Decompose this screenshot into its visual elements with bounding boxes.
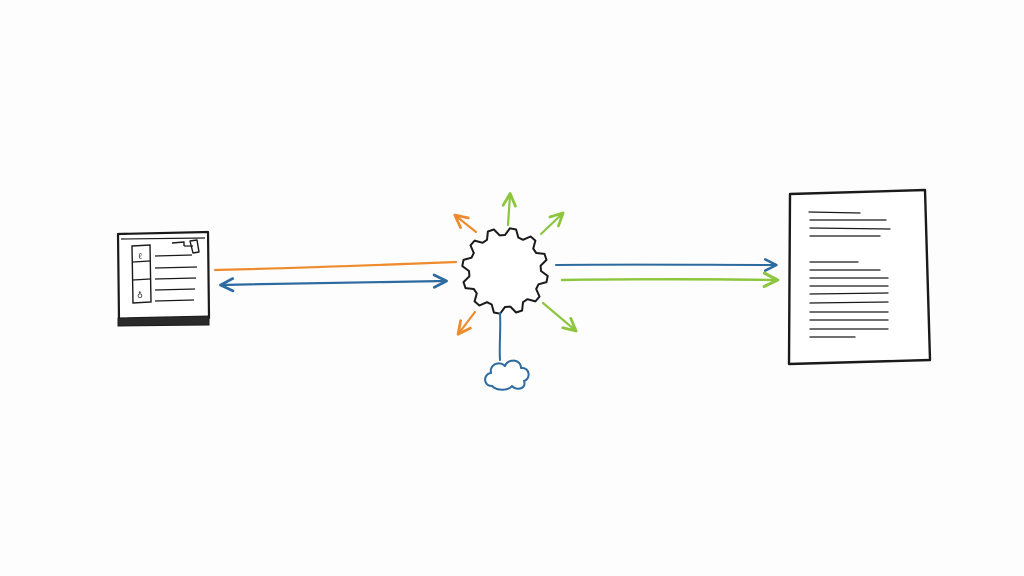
- form-glyph-2: ♁: [137, 290, 143, 299]
- cloud-icon: [484, 359, 530, 391]
- radiating-arrow-green-top: [501, 192, 517, 227]
- form-document-icon: ℓ ♁: [116, 230, 211, 327]
- blue-bidirectional-arrow: [219, 273, 448, 293]
- radiating-arrow-orange-top-left: [453, 213, 478, 234]
- storage-connector: [498, 312, 502, 361]
- radiating-arrow-orange-bottom-left: [456, 310, 477, 336]
- gear-icon: [461, 227, 549, 315]
- green-output-arrow: [560, 271, 780, 289]
- radiating-arrows: [453, 192, 578, 336]
- form-glyph-1: ℓ: [138, 252, 142, 262]
- orange-connector: [213, 260, 458, 272]
- document-icon: [787, 188, 932, 366]
- radiating-arrow-green-bottom-right: [541, 301, 578, 333]
- radiating-arrow-green-top-right: [539, 211, 565, 236]
